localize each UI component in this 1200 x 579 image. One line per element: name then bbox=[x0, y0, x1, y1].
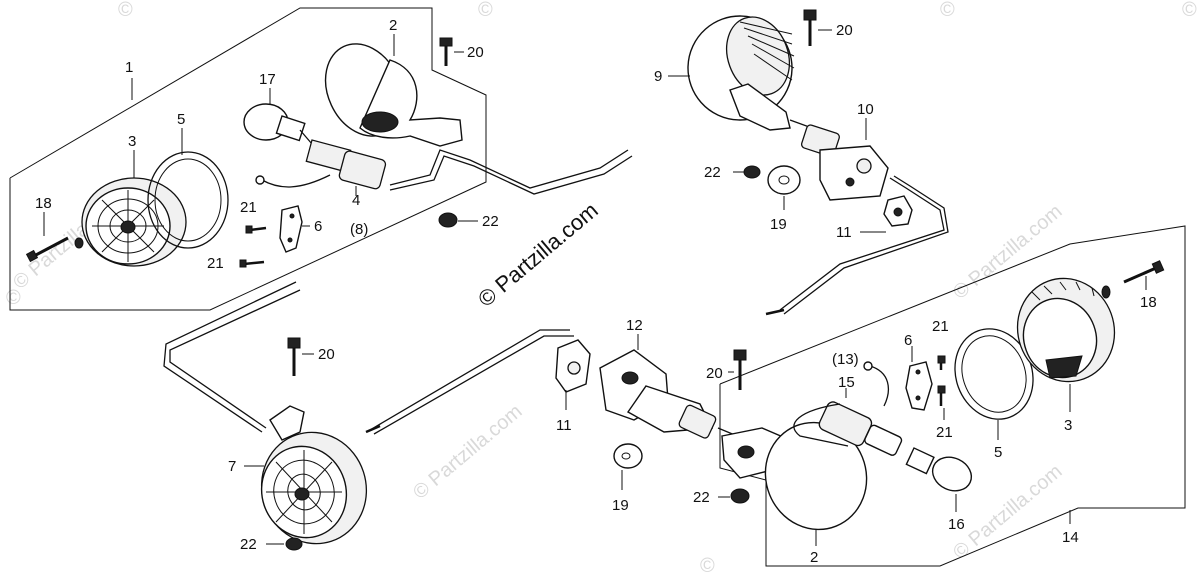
corner-watermark-4: © bbox=[6, 287, 21, 309]
housing-2-right bbox=[721, 421, 868, 531]
wire-to-bracket-12 bbox=[369, 329, 570, 431]
callout-18-left: 18 bbox=[35, 195, 52, 212]
assembly-1-group bbox=[9, 7, 633, 433]
callout-4: 4 bbox=[352, 192, 360, 209]
plate-6-right bbox=[905, 361, 933, 411]
callout-2-left: 2 bbox=[389, 17, 397, 34]
washer-19-lower bbox=[613, 443, 643, 469]
screw-20-top-right bbox=[803, 9, 817, 46]
nut-22-right bbox=[743, 165, 761, 179]
screw-21-upper-right bbox=[937, 355, 946, 370]
callout-20-center: 20 bbox=[706, 365, 723, 382]
corner-watermark-6: © bbox=[700, 555, 715, 577]
corner-watermarks: © © © © © © © Partzilla.com © Partzilla.… bbox=[6, 0, 1197, 577]
lamp-7-group bbox=[260, 405, 368, 545]
callout-1: 1 bbox=[125, 59, 133, 76]
callout-2-right: 2 bbox=[810, 549, 818, 566]
socket-4-left bbox=[255, 139, 633, 195]
callout-17: 17 bbox=[259, 71, 276, 88]
screw-18-left bbox=[25, 236, 84, 263]
callout-21-lower-right: 21 bbox=[936, 424, 953, 441]
callout-21-upper-left: 21 bbox=[240, 199, 257, 216]
bracket-10 bbox=[800, 124, 889, 201]
callout-22-lamp-7: 22 bbox=[240, 536, 257, 553]
callout-11-lower: 11 bbox=[556, 417, 572, 434]
callout-10: 10 bbox=[857, 101, 874, 118]
screw-20-top-left bbox=[439, 37, 453, 66]
callout-19-upper: 19 bbox=[770, 216, 787, 233]
callout-labels: 1 2 3 4 5 6 (8) 17 18 20 21 21 22 9 10 1… bbox=[35, 17, 1157, 566]
callout-12: 12 bbox=[626, 317, 643, 334]
callout-21-lower-left: 21 bbox=[207, 255, 224, 272]
assembly-1-boundary bbox=[9, 7, 487, 311]
screw-20-mid-left bbox=[287, 337, 301, 376]
screw-21-lower-left bbox=[239, 259, 265, 268]
callout-19-lower: 19 bbox=[612, 497, 629, 514]
callout-14: 14 bbox=[1062, 529, 1079, 546]
callout-6-left: 6 bbox=[314, 218, 322, 235]
assembly-14-group bbox=[719, 225, 1186, 567]
callout-20-top-left: 20 bbox=[467, 44, 484, 61]
bracket-12 bbox=[555, 339, 743, 439]
gasket-5-left bbox=[147, 151, 229, 249]
washer-19-upper bbox=[767, 165, 801, 195]
callout-15: 15 bbox=[838, 374, 855, 391]
lens-3-right bbox=[1016, 277, 1116, 383]
callout-13: (13) bbox=[832, 351, 859, 368]
screw-18-right bbox=[1101, 260, 1165, 299]
corner-watermark-2: © bbox=[478, 0, 493, 21]
callout-3-right: 3 bbox=[1064, 417, 1072, 434]
screw-20-center bbox=[733, 349, 747, 390]
callout-5-left: 5 bbox=[177, 111, 185, 128]
nut-22-lamp-7 bbox=[285, 537, 303, 551]
callout-3-left: 3 bbox=[128, 133, 136, 150]
lens-3-left bbox=[81, 177, 187, 267]
callout-5-right: 5 bbox=[994, 444, 1002, 461]
screw-21-upper-left bbox=[245, 225, 267, 234]
corner-watermark-3: © bbox=[940, 0, 955, 21]
faint-watermark-3: © Partzilla.com bbox=[409, 400, 526, 503]
callout-6-right: 6 bbox=[904, 332, 912, 349]
bulb-16 bbox=[905, 447, 973, 492]
callout-16: 16 bbox=[948, 516, 965, 533]
callout-20-top-right: 20 bbox=[836, 22, 853, 39]
callout-21-upper-right: 21 bbox=[932, 318, 949, 335]
callout-9: 9 bbox=[654, 68, 662, 85]
plate-6-left bbox=[279, 205, 303, 253]
callout-22-center: 22 bbox=[693, 489, 710, 506]
callout-8: (8) bbox=[350, 221, 368, 238]
callout-22-left: 22 bbox=[482, 213, 499, 230]
callout-20-mid-left: 20 bbox=[318, 346, 335, 363]
screw-21-lower-right bbox=[937, 385, 946, 406]
clamp-11-upper bbox=[765, 175, 949, 316]
callout-11-upper: 11 bbox=[836, 224, 852, 241]
bulb-17-left bbox=[243, 103, 313, 145]
callout-22-right: 22 bbox=[704, 164, 721, 181]
callout-18-right: 18 bbox=[1140, 294, 1157, 311]
housing-2-left bbox=[324, 43, 463, 147]
nut-22-left bbox=[438, 212, 458, 228]
corner-watermark-1: © bbox=[118, 0, 133, 21]
lamp-9-group bbox=[687, 15, 813, 131]
callout-7: 7 bbox=[228, 458, 236, 475]
wire-to-lamp-7 bbox=[169, 289, 301, 429]
nut-22-center bbox=[730, 488, 750, 504]
corner-watermark-5: © bbox=[1182, 0, 1197, 21]
socket-15 bbox=[793, 361, 903, 456]
